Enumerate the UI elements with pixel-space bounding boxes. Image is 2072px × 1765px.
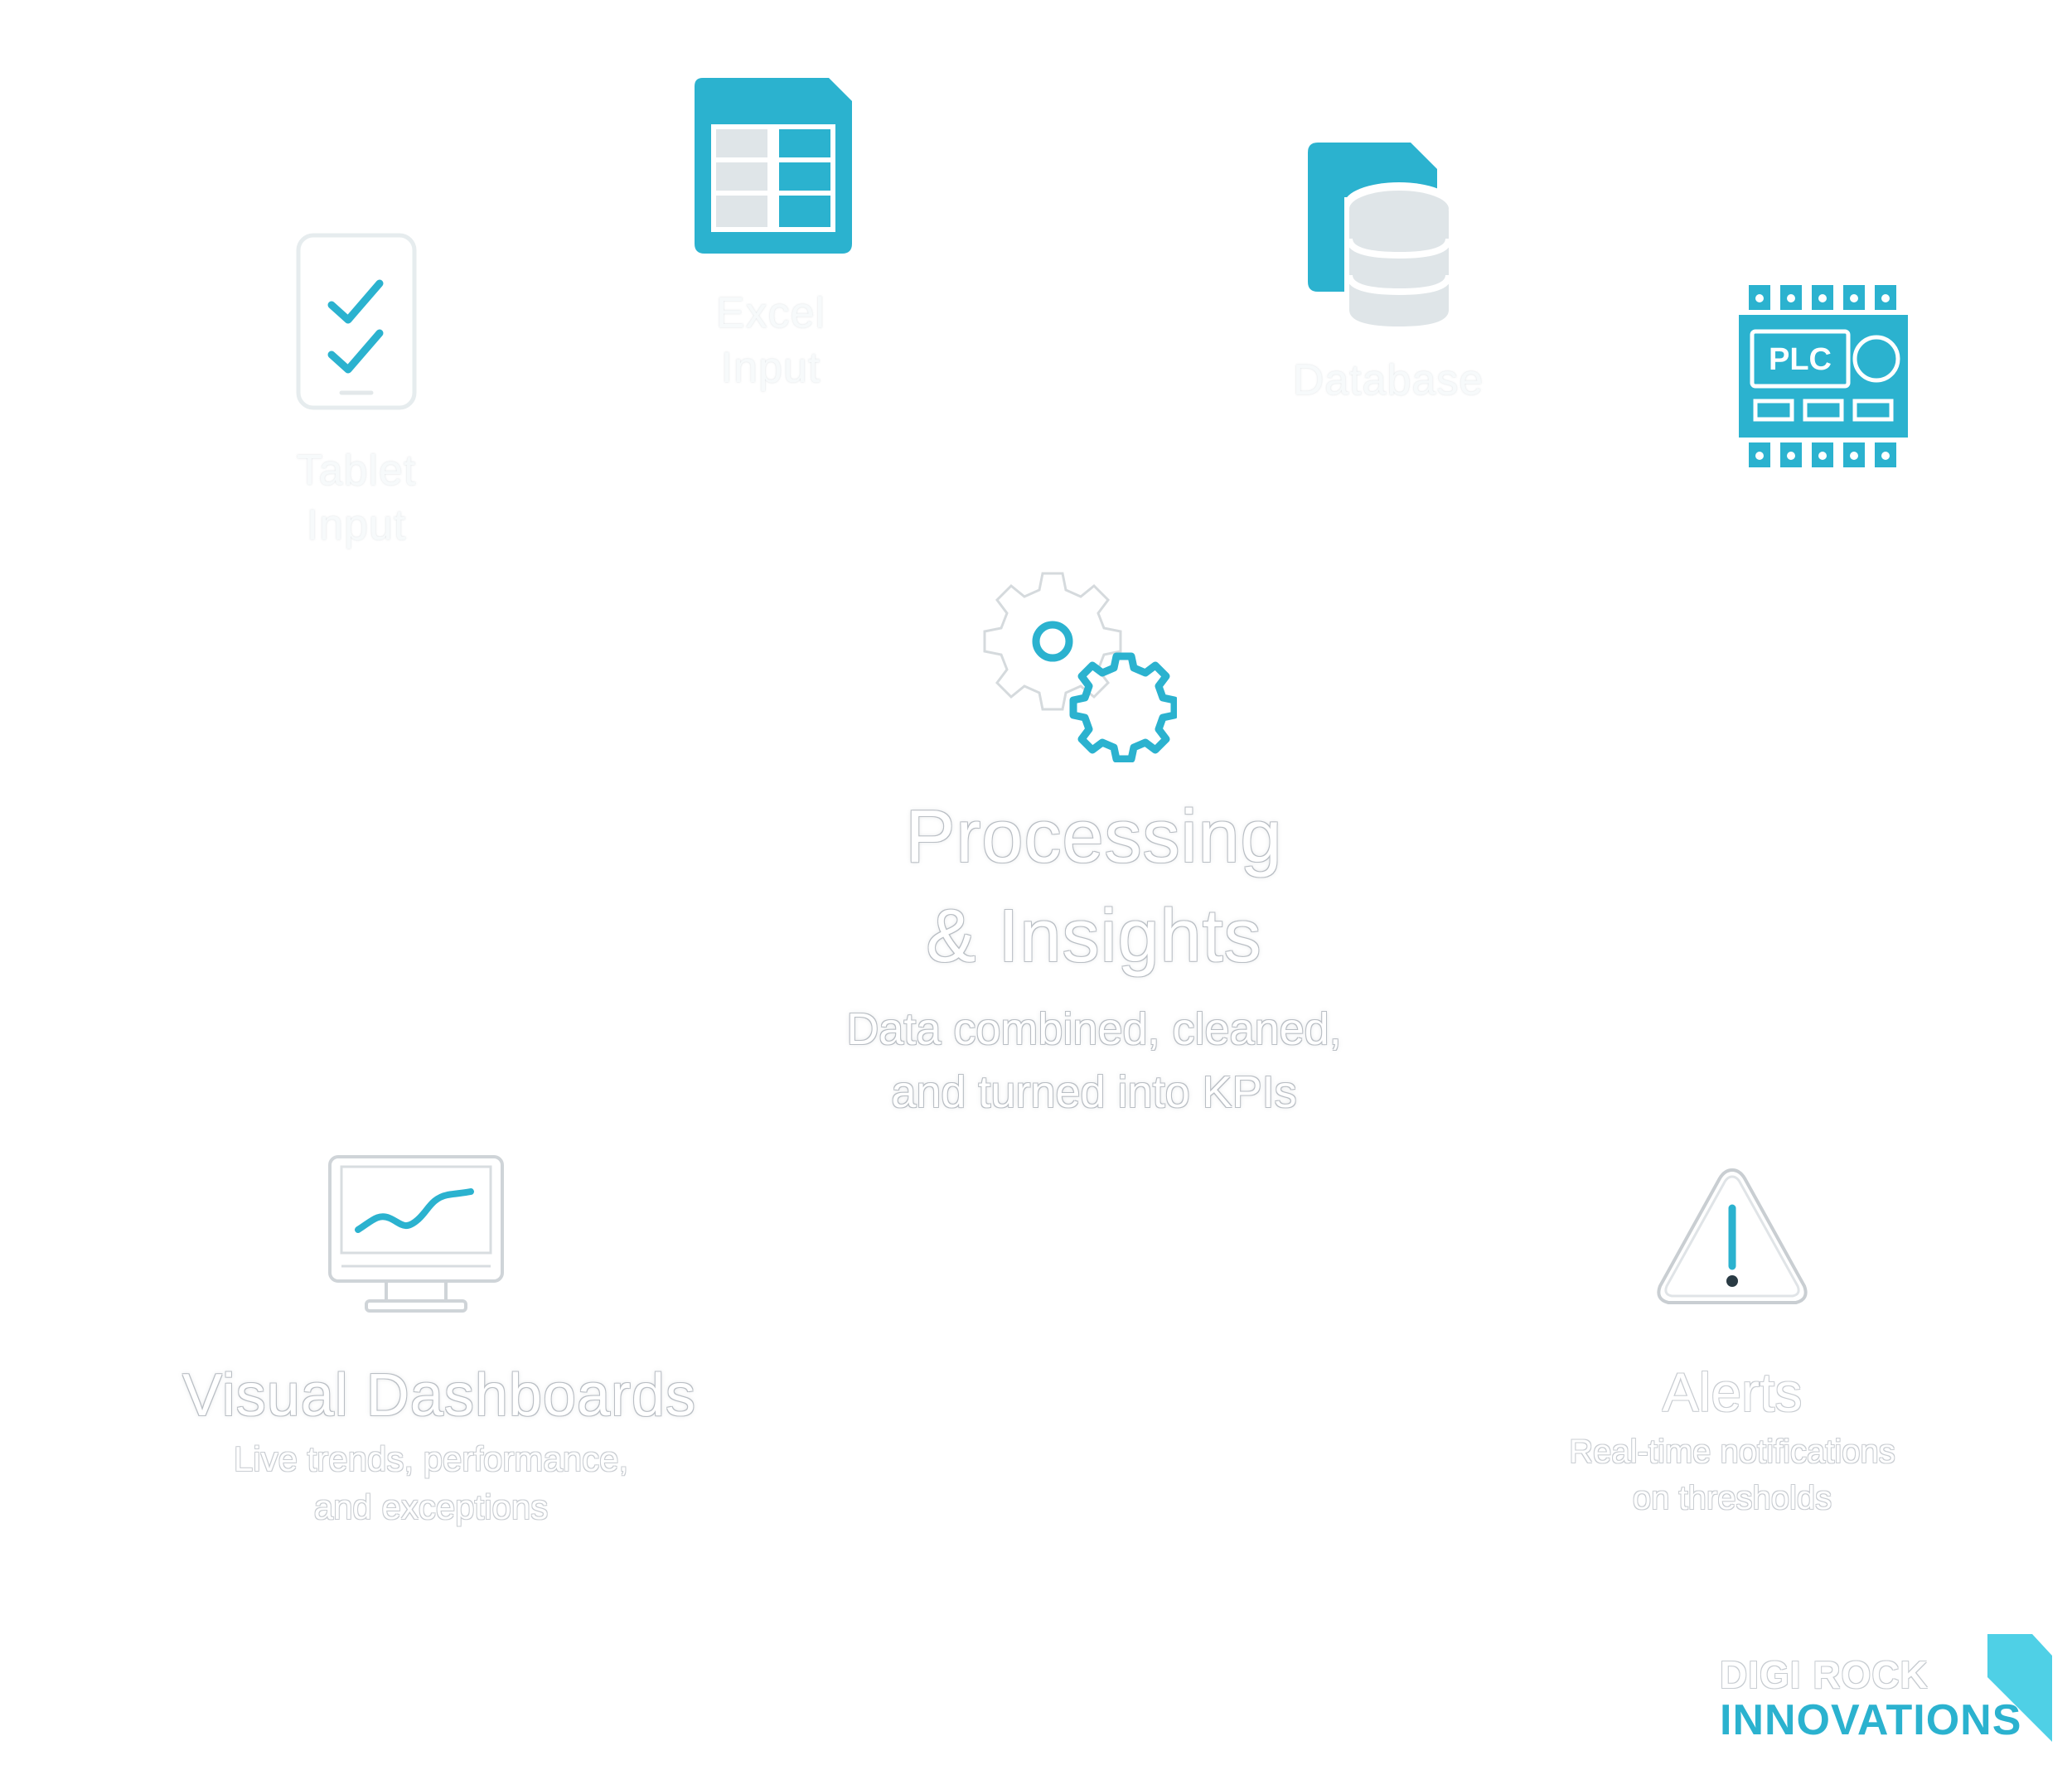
database-icon	[1308, 143, 1454, 326]
alerts-sub-line2: on thresholds	[1632, 1480, 1832, 1516]
brand-line2: INNOVATIONS	[1720, 1696, 2022, 1744]
brand-line1: DIGI ROCK	[1720, 1653, 1929, 1696]
tablet-input-label: Tablet Input	[240, 443, 472, 553]
plc-node: PLC	[1739, 285, 1908, 467]
dashboards-sub-line2: and exceptions	[313, 1487, 549, 1526]
processing-title: Processing & Insights	[746, 787, 1442, 986]
excel-input-line1: Excel	[715, 289, 826, 337]
tablet-input-node	[282, 232, 431, 414]
dashboards-sub-line1: Live trends, performance,	[233, 1439, 629, 1478]
processing-description: Data combined, cleaned, and turned into …	[713, 998, 1475, 1124]
spreadsheet-icon	[695, 78, 852, 254]
brand-mark-icon	[1987, 1634, 2052, 1742]
monitor-trend-icon	[328, 1155, 504, 1313]
database-text: Database	[1292, 356, 1484, 404]
alerts-node	[1653, 1163, 1811, 1313]
dashboards-subtitle: Live trends, performance, and exceptions	[133, 1435, 729, 1531]
processing-title-line1: Processing	[905, 795, 1283, 878]
tablet-input-line1: Tablet	[296, 447, 417, 495]
tablet-input-line2: Input	[306, 501, 407, 549]
tablet-checklist-icon	[296, 233, 417, 410]
processing-title-line2: & Insights	[926, 895, 1262, 978]
processing-desc-line1: Data combined, cleaned,	[846, 1004, 1342, 1054]
gears-icon	[983, 572, 1177, 762]
database-label: Database	[1243, 353, 1533, 408]
excel-input-node	[695, 78, 852, 254]
alerts-sub-line1: Real-time notifications	[1569, 1434, 1895, 1470]
dashboards-title: Visual Dashboards	[116, 1359, 762, 1432]
alerts-title-text: Alerts	[1662, 1361, 1803, 1423]
dashboards-node	[325, 1152, 507, 1318]
plc-badge-text: PLC	[1769, 342, 1832, 377]
processing-desc-line2: and turned into KPIs	[891, 1067, 1297, 1117]
plc-controller-icon: PLC	[1739, 285, 1908, 467]
dashboards-title-text: Visual Dashboards	[182, 1362, 697, 1429]
processing-node	[978, 572, 1177, 762]
excel-input-line2: Input	[720, 344, 821, 392]
alerts-title: Alerts	[1533, 1359, 1931, 1425]
database-node	[1308, 143, 1457, 333]
alerts-subtitle: Real-time notifications on thresholds	[1475, 1429, 1989, 1521]
excel-input-label: Excel Input	[655, 286, 887, 395]
warning-triangle-icon	[1657, 1168, 1808, 1304]
